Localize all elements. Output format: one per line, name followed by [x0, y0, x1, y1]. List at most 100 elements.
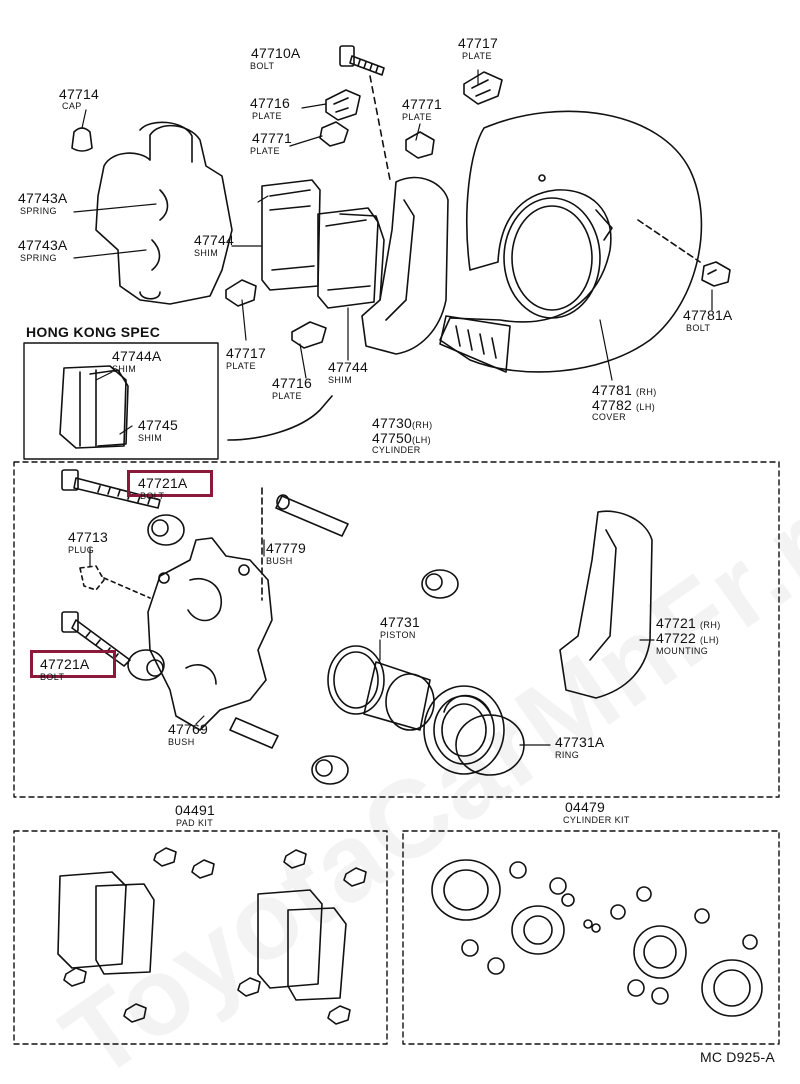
label-cover-num1: 47781 (RH): [592, 383, 657, 397]
label-47771-left-num: 47771: [252, 130, 292, 146]
label-47743a-lower-num: 47743A: [18, 237, 68, 253]
cylinder-rh: (RH): [411, 420, 433, 430]
label-04479-num: 04479: [565, 799, 605, 815]
label-47710a-num: 47710A: [251, 45, 301, 61]
label-47743a-upper-num: 47743A: [18, 190, 68, 206]
label-47731-desc: PISTON: [380, 630, 416, 640]
label-47716-mid-num: 47716: [272, 375, 312, 391]
dust-cover-drawing: [439, 110, 703, 373]
diagram-code: MC D925-A: [700, 1049, 775, 1065]
label-47716-mid-desc: PLATE: [272, 391, 302, 401]
label-47721a-lower-desc: BOLT: [40, 672, 65, 682]
label-47717-top-num: 47717: [458, 35, 498, 51]
label-47771-right-num: 47771: [402, 96, 442, 112]
label-47713-desc: PLUG: [68, 545, 95, 555]
sliding-pins-drawing: [229, 487, 349, 749]
cylinder-section-frame: [13, 461, 780, 798]
label-47714-desc: CAP: [62, 101, 82, 111]
frames: [13, 342, 780, 1045]
label-47744-upper-num: 47744: [194, 232, 234, 248]
label-47717-mid-desc: PLATE: [226, 361, 256, 371]
leader-lines: [73, 69, 713, 746]
label-mounting-desc: MOUNTING: [656, 646, 709, 656]
bolt-47781a-drawing: [701, 261, 731, 287]
label-47714-num: 47714: [59, 86, 99, 102]
brake-pads-drawing: [261, 179, 385, 309]
label-47716-top-num: 47716: [250, 95, 290, 111]
plate-clips-drawing: [225, 71, 503, 349]
mounting-num2: 47722: [656, 630, 696, 646]
label-47743a-upper-desc: SPRING: [20, 206, 57, 216]
bushes-drawing: [127, 514, 459, 785]
label-47710a-desc: BOLT: [250, 61, 275, 71]
label-47731a-num: 47731A: [555, 734, 605, 750]
label-04491-desc: PAD KIT: [176, 818, 214, 828]
label-47717-top-desc: PLATE: [462, 51, 492, 61]
label-47771-left-desc: PLATE: [250, 146, 280, 156]
mounting-bracket-lower-drawing: [559, 510, 653, 699]
label-47744-lower-num: 47744: [328, 359, 368, 375]
label-47721a-upper-num: 47721A: [138, 475, 188, 491]
label-cylinder-num2: 47750(LH): [372, 431, 431, 445]
label-47743a-lower-desc: SPRING: [20, 253, 57, 263]
cylinder-kit-contents-drawing: [431, 859, 763, 1017]
label-cylinder-num1: 47730(RH): [372, 416, 433, 430]
highlight-47721a-lower: [30, 650, 116, 678]
cover-rh: (RH): [636, 387, 657, 397]
label-47744a-num: 47744A: [112, 348, 162, 364]
label-47745-desc: SHIM: [138, 433, 163, 443]
label-47781a-num: 47781A: [683, 307, 733, 323]
label-47771-right-desc: PLATE: [402, 112, 432, 122]
label-47781a-desc: BOLT: [686, 323, 711, 333]
hong-kong-spec-title: HONG KONG SPEC: [26, 324, 161, 340]
label-cover-num2: 47782 (LH): [592, 398, 655, 412]
label-47717-mid-num: 47717: [226, 345, 266, 361]
cap-47714-drawing: [71, 127, 93, 152]
cylinder-num2: 47750: [372, 430, 412, 446]
label-47713-num: 47713: [68, 529, 108, 545]
pad-kit-contents-drawing: [57, 847, 367, 1025]
label-47779-desc: BUSH: [266, 556, 293, 566]
caliper-body-drawing: [95, 121, 233, 305]
label-47731a-desc: RING: [555, 750, 580, 760]
mounting-rh: (RH): [700, 620, 721, 630]
highlight-47721a-upper: [127, 470, 213, 497]
cylinder-body-drawing: [147, 537, 273, 731]
label-47745-num: 47745: [138, 417, 178, 433]
label-mounting-num2: 47722 (LH): [656, 631, 719, 645]
mounting-num1: 47721: [656, 615, 696, 631]
label-47721a-upper-desc: BOLT: [140, 491, 165, 501]
piston-drawing: [327, 645, 525, 776]
bolt-47710a-drawing: [339, 45, 391, 181]
label-04491-num: 04491: [175, 802, 215, 818]
label-mounting-num1: 47721 (RH): [656, 616, 721, 630]
label-47744-upper-desc: SHIM: [194, 248, 219, 258]
cylinder-lh: (LH): [411, 435, 432, 445]
mounting-lh: (LH): [700, 635, 720, 645]
plug-47713-drawing: [79, 565, 151, 599]
label-47716-top-desc: PLATE: [252, 111, 282, 121]
label-cylinder-desc: CYLINDER: [372, 445, 421, 455]
cover-num1: 47781: [592, 382, 632, 398]
cover-lh: (LH): [636, 402, 656, 412]
mounting-bracket-top-drawing: [361, 176, 449, 355]
pad-kit-frame: [13, 830, 388, 1045]
label-47744-lower-desc: SHIM: [328, 375, 353, 385]
brake-line-drawing: [227, 395, 333, 441]
label-cover-desc: COVER: [592, 412, 627, 422]
label-47769-num: 47769: [168, 721, 208, 737]
hk-shims-drawing: [59, 365, 129, 449]
label-47769-desc: BUSH: [168, 737, 195, 747]
bolt-47721a-lower-drawing: [61, 611, 131, 667]
cylinder-num1: 47730: [372, 415, 412, 431]
label-47721a-lower-num: 47721A: [40, 656, 90, 672]
label-47779-num: 47779: [266, 540, 306, 556]
bolt-47721a-upper-drawing: [61, 469, 161, 509]
cover-num2: 47782: [592, 397, 632, 413]
label-04479-desc: CYLINDER KIT: [563, 815, 630, 825]
label-47744a-desc: SHIM: [112, 364, 137, 374]
cylinder-kit-frame: [402, 830, 780, 1045]
hong-kong-spec-frame: [23, 342, 219, 460]
